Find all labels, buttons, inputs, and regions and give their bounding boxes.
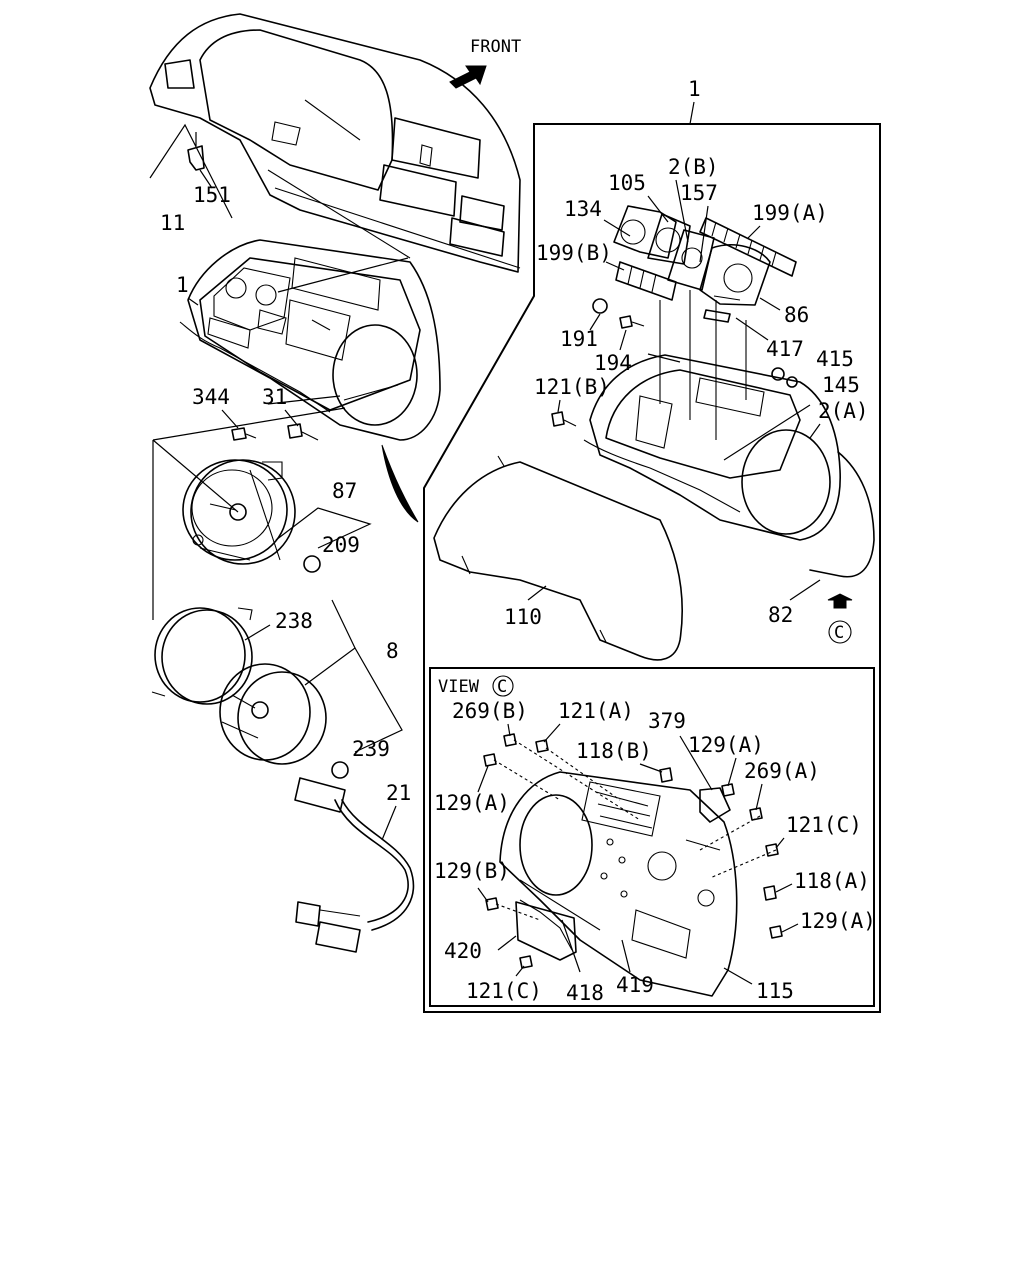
callout-11: 11 [160, 211, 185, 235]
screw-129a-right [769, 925, 783, 939]
callout-86: 86 [784, 303, 809, 327]
callout-419: 419 [616, 973, 654, 997]
callout-269a: 269(A) [744, 759, 820, 783]
view-label: VIEW [438, 677, 480, 697]
view-marker-circle [492, 675, 514, 697]
tach-lens-238 [151, 607, 253, 705]
callout-121a: 121(A) [558, 699, 634, 723]
callout-151: 151 [193, 183, 231, 207]
bulb-118b [659, 767, 673, 783]
callout-121c-right: 121(C) [786, 813, 862, 837]
callout-194: 194 [594, 351, 632, 375]
callout-121b: 121(B) [534, 375, 610, 399]
screw-121c-bottom [519, 955, 533, 969]
callout-31: 31 [262, 385, 287, 409]
indicator-strip-199a [699, 217, 797, 277]
bulb-415 [771, 367, 785, 381]
callout-118a: 118(A) [794, 869, 870, 893]
callout-418: 418 [566, 981, 604, 1005]
callout-238: 238 [275, 609, 313, 633]
callout-239: 239 [352, 737, 390, 761]
callout-129b: 129(B) [434, 859, 510, 883]
callout-209: 209 [322, 533, 360, 557]
callout-129a-left: 129(A) [434, 791, 510, 815]
meter-dials-panel [613, 205, 771, 323]
bulb-145 [786, 376, 798, 388]
bracket-420 [515, 901, 577, 961]
screw-269b [503, 733, 517, 747]
callout-2b: 2(B) [668, 155, 719, 179]
detail-box [423, 123, 881, 1013]
rear-cover-82 [809, 451, 875, 578]
callout-82: 82 [768, 603, 793, 627]
screw-121a [535, 739, 549, 753]
bulb-118a [763, 885, 777, 901]
view-c-inset-box [429, 667, 875, 1007]
screw-129b [485, 897, 499, 911]
callout-199a: 199(A) [752, 201, 828, 225]
callout-134: 134 [564, 197, 602, 221]
tachometer-8 [219, 663, 327, 765]
cluster-assembly-1 [179, 239, 441, 441]
bulb-239 [331, 761, 349, 779]
callout-110: 110 [504, 605, 542, 629]
speedometer-87 [182, 459, 296, 565]
callout-21: 21 [386, 781, 411, 805]
callout-87: 87 [332, 479, 357, 503]
callout-199b: 199(B) [536, 241, 612, 265]
callout-121c-bottom: 121(C) [466, 979, 542, 1003]
front-label: FRONT [470, 37, 521, 57]
callout-105: 105 [608, 171, 646, 195]
bulb-209 [303, 555, 321, 573]
callout-1-left: 1 [176, 273, 189, 297]
cluster-housing-2a [583, 290, 841, 541]
callout-269b: 269(B) [452, 699, 528, 723]
view-marker-inset: C [497, 677, 507, 697]
callout-417: 417 [766, 337, 804, 361]
view-c-marker: C [834, 623, 844, 643]
indicator-strip-199b [615, 261, 677, 301]
screw-194 [619, 315, 645, 329]
front-arrow-icon [449, 65, 487, 89]
callout-2a: 2(A) [818, 399, 869, 423]
bracket-379 [699, 787, 731, 823]
callout-1-top: 1 [688, 77, 701, 101]
callout-8: 8 [386, 639, 399, 663]
swoosh-arrow-icon [381, 444, 419, 523]
callout-415: 415 [816, 347, 854, 371]
callout-129a-top: 129(A) [688, 733, 764, 757]
callout-118b: 118(B) [576, 739, 652, 763]
callout-191: 191 [560, 327, 598, 351]
screw-129a-left [483, 753, 497, 767]
screw-121c-right [765, 843, 779, 857]
callout-379: 379 [648, 709, 686, 733]
callout-145: 145 [822, 373, 860, 397]
front-indicator: FRONT [449, 37, 521, 89]
rear-cover-110 [433, 455, 684, 661]
callout-115: 115 [756, 979, 794, 1003]
screw-121b [551, 411, 577, 427]
view-c-marker-circle [828, 620, 852, 644]
screw-344 [231, 427, 257, 441]
view-c-arrow-icon [827, 593, 853, 609]
screw-191 [592, 298, 608, 314]
dash-bezel-11 [149, 13, 521, 273]
screw-31 [287, 423, 319, 441]
wire-harness-21 [294, 777, 415, 953]
callout-157: 157 [680, 181, 718, 205]
callout-420: 420 [444, 939, 482, 963]
circuit-board-115 [499, 771, 738, 997]
callout-344: 344 [192, 385, 230, 409]
callout-129a-right: 129(A) [800, 909, 876, 933]
